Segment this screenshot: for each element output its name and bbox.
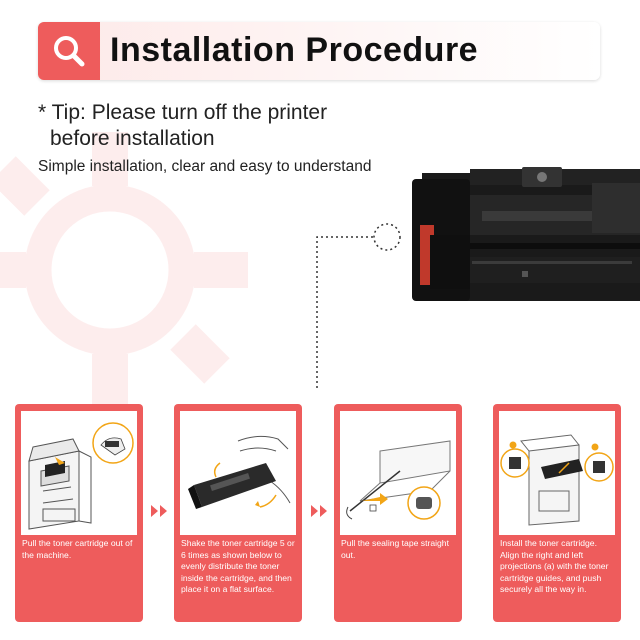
step-2-caption: Shake the toner cartridge 5 or 6 times a… xyxy=(181,538,295,595)
toner-cartridge-image xyxy=(412,167,640,301)
sealing-tape-illustration xyxy=(346,440,451,520)
tip-text: * Tip: Please turn off the printer befor… xyxy=(38,100,327,152)
search-icon xyxy=(54,36,85,67)
step-2-card: Shake the toner cartridge 5 or 6 times a… xyxy=(174,404,302,622)
page-title: Installation Procedure xyxy=(110,31,479,69)
shake-cartridge-illustration xyxy=(188,435,291,509)
step-3-caption: Pull the sealing tape straight out. xyxy=(341,538,449,560)
header-banner: Installation Procedure xyxy=(38,22,600,80)
step-2-image xyxy=(180,411,296,535)
step-3-image xyxy=(340,411,456,535)
double-chevron-right-icon xyxy=(151,505,167,517)
background-gear-icon xyxy=(0,132,248,408)
insert-cartridge-illustration xyxy=(500,434,614,526)
double-chevron-right-icon xyxy=(311,505,327,517)
step-3-card: Pull the sealing tape straight out. xyxy=(334,404,462,622)
step-1-image xyxy=(21,411,137,535)
header-icon-box xyxy=(38,22,100,80)
tip-line-1: * Tip: Please turn off the printer xyxy=(38,101,328,124)
tip-line-2: before installation xyxy=(50,127,215,150)
step-1-card: Pull the toner cartridge out of the mach… xyxy=(15,404,143,622)
step-4-caption: Install the toner cartridge. Align the r… xyxy=(500,538,609,595)
step-1-caption: Pull the toner cartridge out of the mach… xyxy=(22,538,133,560)
step-4-image xyxy=(499,411,615,535)
step-4-card: Install the toner cartridge. Align the r… xyxy=(493,404,621,622)
printer-open-illustration xyxy=(28,422,134,530)
subtitle: Simple installation, clear and easy to u… xyxy=(38,158,372,175)
